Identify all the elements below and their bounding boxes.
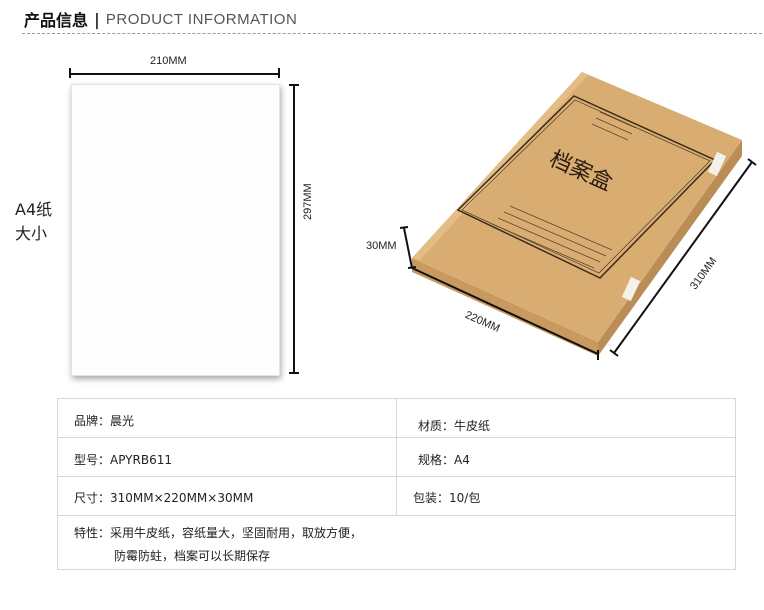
header-divider [22,33,762,34]
paper-width-label: 210MM [150,55,187,67]
table-row: 型号：APYRB611 规格：A4 [58,438,735,477]
spec-package: 包装：10/包 [413,491,481,505]
tie-right [707,151,727,177]
box-depth-label: 30MM [366,240,397,252]
paper-name-line2: 大小 [15,224,48,243]
section-header: 产品信息 | PRODUCT INFORMATION [24,6,297,32]
spec-features-line1: 特性：采用牛皮纸，容纸量大，坚固耐用，取放方便， [74,526,363,540]
spec-model: 型号：APYRB611 [74,453,172,467]
a4-paper-image [71,84,280,376]
section-title-en: PRODUCT INFORMATION [105,10,298,28]
paper-height-line [293,85,295,373]
archive-box-image: 档案盒 [399,72,757,360]
paper-width-cap-left [69,68,71,78]
tie-bottom [621,276,641,302]
section-title-cn: 产品信息 [24,11,89,30]
paper-height-label: 297MM [302,183,314,220]
box-right-side [598,140,742,356]
spec-material: 材质：牛皮纸 [418,419,491,433]
table-row: 特性：采用牛皮纸，容纸量大，坚固耐用，取放方便， 防霉防蛀，档案可以长期保存 [58,516,735,569]
paper-width-line [70,73,280,75]
table-row: 尺寸：310MM×220MM×30MM 包装：10/包 [58,477,735,516]
box-dimension-lines [399,158,757,360]
spec-size: 规格：A4 [418,453,470,467]
cover-lines [491,111,637,269]
spec-brand: 品牌：晨光 [74,414,135,428]
spec-dimensions: 尺寸：310MM×220MM×30MM [74,491,254,505]
table-row: 品牌：晨光 材质：牛皮纸 [58,399,735,438]
spec-features-line2: 防霉防蛀，档案可以长期保存 [114,549,271,563]
paper-width-cap-right [278,68,280,78]
title-separator: | [94,9,100,29]
box-cover [412,72,742,342]
paper-name-line1: A4纸 [15,200,53,219]
paper-height-cap-bottom [289,372,299,374]
paper-height-cap-top [289,84,299,86]
paper-name-label: A4纸 大小 [15,198,52,246]
spec-table: 品牌：晨光 材质：牛皮纸 型号：APYRB611 规格：A4 尺寸：310MM×… [57,398,736,570]
